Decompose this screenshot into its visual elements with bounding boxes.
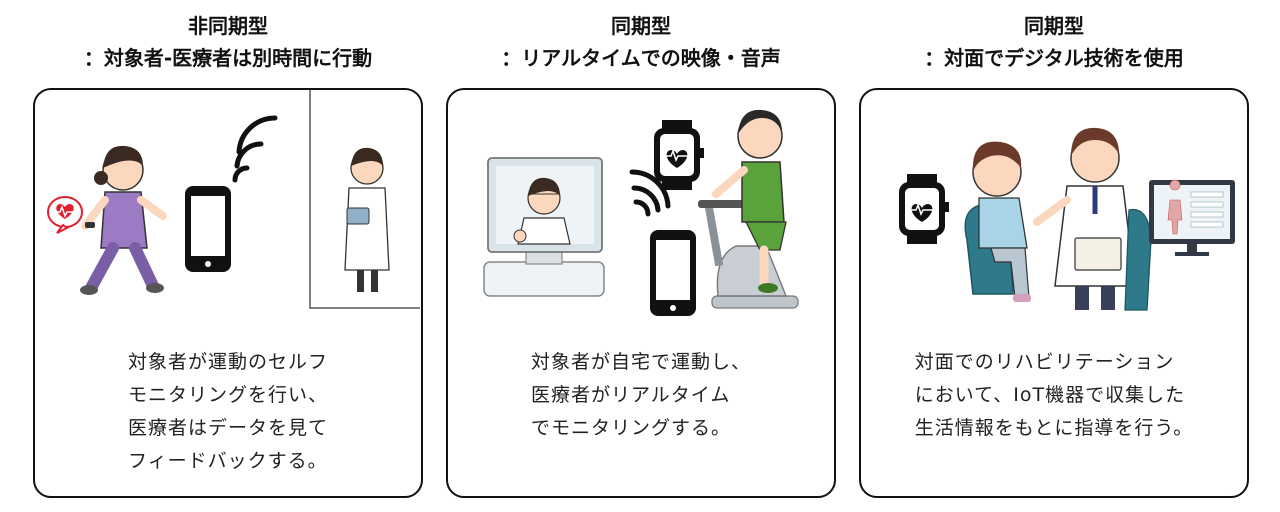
wifi-signal-icon	[629, 169, 671, 217]
title-line-2: ：リアルタイムでの映像・音声	[501, 46, 781, 70]
smartphone-icon	[185, 186, 231, 272]
description: 対象者が運動のセルフ モニタリングを行い、 医療者はデータを見て フィードバック…	[35, 346, 421, 478]
desc-line: 生活情報をもとに指導を行う。	[914, 417, 1194, 439]
desc-line: 対面でのリハビリテーション	[914, 351, 1175, 373]
doctor-frame	[309, 90, 420, 309]
desc-line: でモニタリングする。	[530, 417, 731, 439]
smartwatch-icon	[654, 120, 704, 190]
smartphone-icon	[650, 230, 696, 316]
panel-title: 同期型 ：対面でデジタル技術を使用	[859, 10, 1249, 74]
wifi-signal-icon	[232, 115, 278, 183]
face-to-face-illustration	[899, 127, 1235, 311]
illustration	[448, 90, 834, 320]
desc-line: において、IoT機器で収集した	[914, 384, 1186, 406]
panel-synchronous-face-to-face: 同期型 ：対面でデジタル技術を使用	[859, 0, 1249, 512]
panel-title: 非同期型 ：対象者-医療者は別時間に行動	[33, 10, 423, 74]
panel-asynchronous: 非同期型 ：対象者-医療者は別時間に行動	[33, 0, 423, 512]
desc-line: フィードバックする。	[127, 450, 328, 472]
doctor-figure	[1033, 127, 1152, 311]
panel-card: 対象者が自宅で運動し、 医療者がリアルタイム でモニタリングする。	[446, 88, 836, 498]
async-illustration	[47, 90, 420, 309]
panel-synchronous-realtime: 同期型 ：リアルタイムでの映像・音声	[446, 0, 836, 512]
panel-card: 対面でのリハビリテーション において、IoT機器で収集した 生活情報をもとに指導…	[859, 88, 1249, 498]
realtime-illustration	[483, 109, 799, 316]
desc-line: 医療者はデータを見て	[127, 417, 328, 439]
title-line-2: ：対象者-医療者は別時間に行動	[83, 46, 373, 70]
walking-person	[80, 145, 167, 295]
illustration	[35, 90, 421, 320]
description: 対象者が自宅で運動し、 医療者がリアルタイム でモニタリングする。	[448, 346, 834, 445]
exercising-person	[712, 109, 787, 293]
monitor-icon	[1149, 179, 1235, 256]
title-line-1: 同期型	[1024, 14, 1084, 38]
title-line-1: 同期型	[611, 14, 671, 38]
desc-line: 対象者が運動のセルフ	[127, 351, 328, 373]
panel-card: 対象者が運動のセルフ モニタリングを行い、 医療者はデータを見て フィードバック…	[33, 88, 423, 498]
title-line-2: ：対面でデジタル技術を使用	[924, 46, 1184, 70]
panel-title: 同期型 ：リアルタイムでの映像・音声	[446, 10, 836, 74]
desc-line: モニタリングを行い、	[127, 384, 328, 406]
smartwatch-icon	[899, 174, 949, 244]
illustration	[861, 90, 1247, 320]
doctor-figure	[344, 147, 390, 292]
description: 対面でのリハビリテーション において、IoT機器で収集した 生活情報をもとに指導…	[861, 346, 1247, 445]
desc-line: 対象者が自宅で運動し、	[530, 351, 751, 373]
desc-line: 医療者がリアルタイム	[530, 384, 731, 406]
title-line-1: 非同期型	[188, 14, 268, 38]
heart-rate-bubble-icon	[47, 196, 83, 234]
monitor-icon	[483, 157, 605, 297]
patient-in-chair	[964, 141, 1031, 302]
